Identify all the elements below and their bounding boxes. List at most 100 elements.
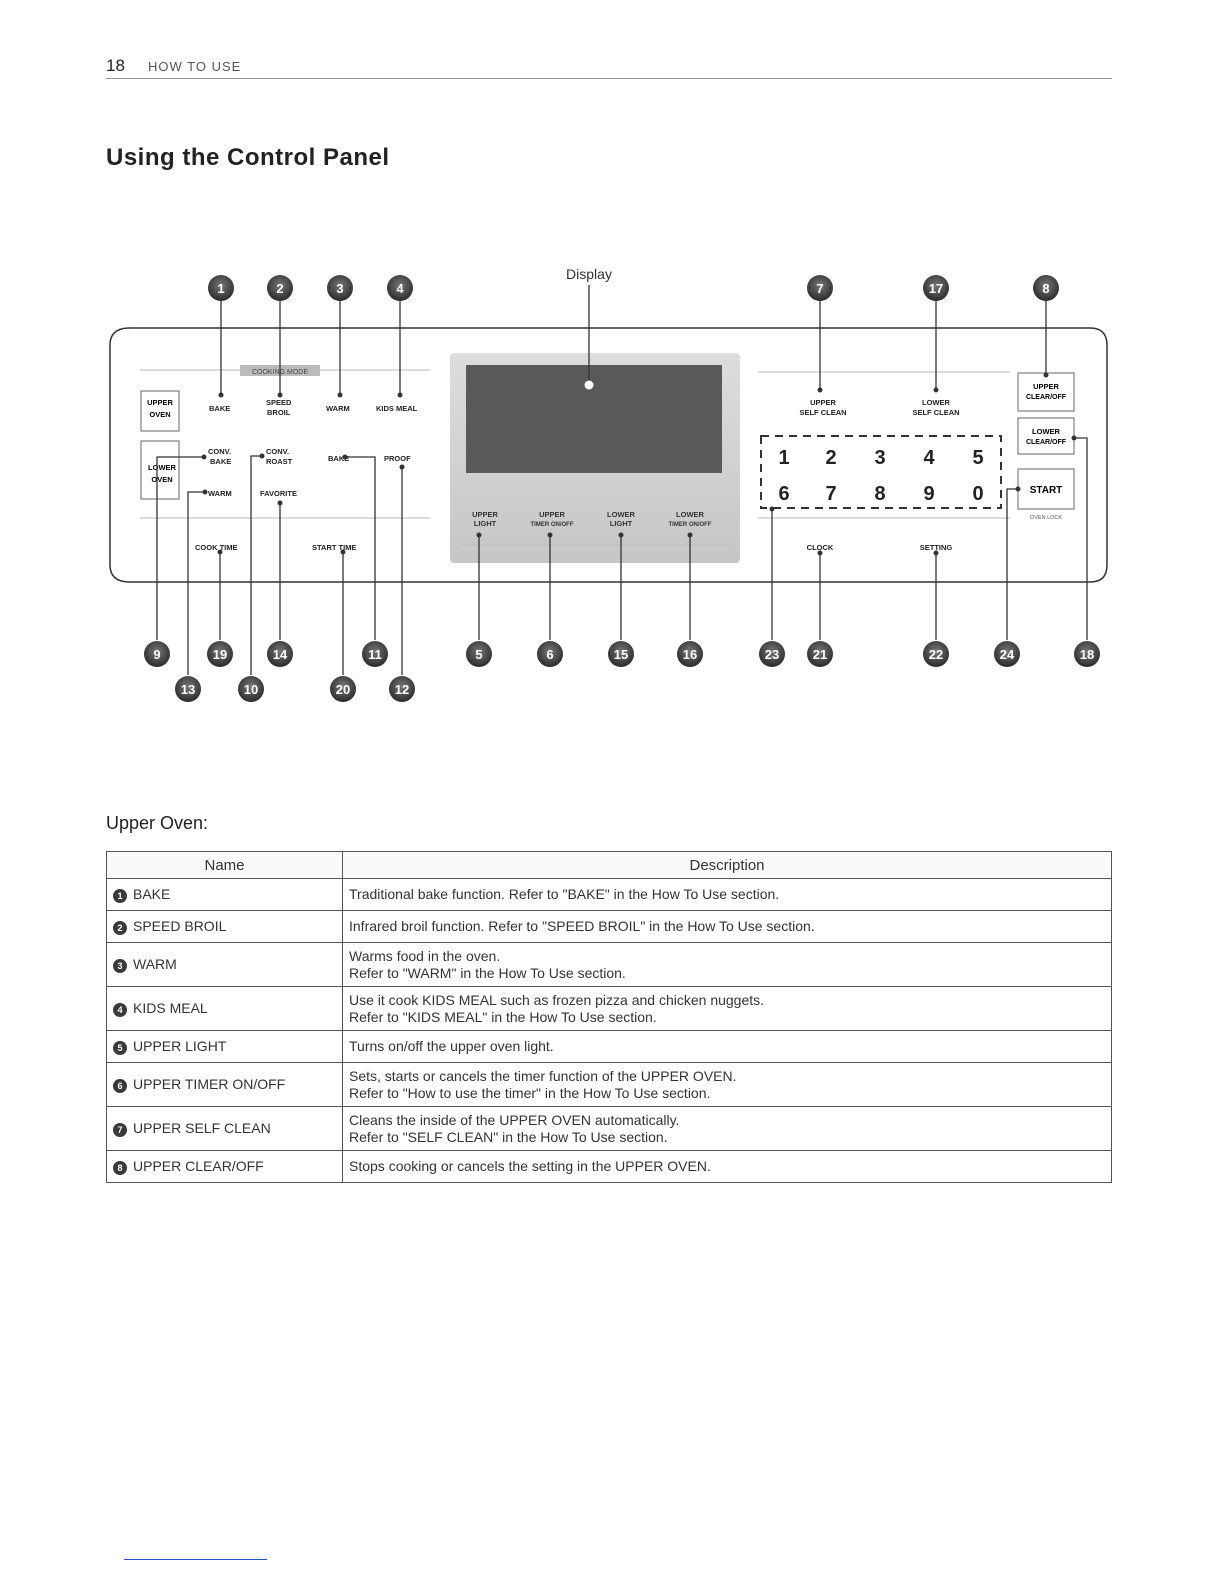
start-label: START xyxy=(1030,485,1063,496)
item-desc: Refer to "WARM" in the How To Use sectio… xyxy=(349,964,626,981)
item-name: UPPER TIMER ON/OFF xyxy=(133,1076,286,1093)
lower-oven-button[interactable] xyxy=(140,440,180,500)
upper-timer-label[interactable]: UPPER xyxy=(539,510,565,519)
page-title: Using the Control Panel xyxy=(106,144,390,171)
key-4[interactable]: 4 xyxy=(923,447,935,469)
proof-label[interactable]: PROOF xyxy=(384,454,411,463)
key-2[interactable]: 2 xyxy=(825,447,836,469)
keypad-frame xyxy=(760,435,1002,509)
svg-text:TIMER ON/OFF[interactable]: TIMER ON/OFF xyxy=(531,522,574,528)
conv-bake-label[interactable]: CONV. xyxy=(208,447,231,456)
lower-timer-label[interactable]: LOWER xyxy=(676,510,704,519)
item-number: 6 xyxy=(113,1078,127,1093)
key-7[interactable]: 7 xyxy=(825,483,836,505)
key-6[interactable]: 6 xyxy=(778,483,789,505)
key-1[interactable]: 1 xyxy=(778,447,789,469)
svg-text:CLEAR/OFF: CLEAR/OFF xyxy=(1026,394,1067,401)
lower-clear-button[interactable] xyxy=(1017,417,1075,455)
callout-8: 8 xyxy=(1042,281,1049,296)
callout-24: 24 xyxy=(1000,647,1015,662)
table-row: 6 UPPER TIMER ON/OFF Sets, starts or canc… xyxy=(106,1062,1112,1107)
conv-roast-label[interactable]: CONV. xyxy=(266,447,289,456)
upper-oven-button[interactable] xyxy=(140,390,180,432)
svg-text:LIGHT[interactable]: LIGHT xyxy=(474,519,497,528)
callout-21: 21 xyxy=(813,647,827,662)
bake-label[interactable]: BAKE xyxy=(209,404,230,413)
speed-broil-label[interactable]: SPEED xyxy=(266,398,292,407)
item-number: 8 xyxy=(113,1160,127,1175)
key-0[interactable]: 0 xyxy=(972,483,983,505)
footer-rule xyxy=(124,1559,267,1560)
item-desc: Use it cook KIDS MEAL such as frozen piz… xyxy=(349,991,765,1008)
item-desc: Sets, starts or cancels the timer functi… xyxy=(349,1067,737,1084)
upper-self-clean-label[interactable]: UPPER xyxy=(810,398,836,407)
warm-lower-label[interactable]: WARM xyxy=(208,489,232,498)
callout-1: 1 xyxy=(217,281,224,296)
callout-15: 15 xyxy=(614,647,628,662)
item-number: 1 xyxy=(113,888,127,903)
svg-text:ROAST[interactable]: ROAST xyxy=(266,457,293,466)
kids-meal-label[interactable]: KIDS MEAL xyxy=(376,404,418,413)
display-label: Display xyxy=(566,266,612,282)
item-number: 3 xyxy=(113,958,127,973)
setting-label[interactable]: SETTING xyxy=(920,543,953,552)
svg-text:BROIL[interactable]: BROIL xyxy=(267,408,291,417)
item-desc: Refer to "SELF CLEAN" in the How To Use … xyxy=(349,1128,668,1145)
callout-17: 17 xyxy=(929,281,943,296)
bake-lower-label[interactable]: BAKE xyxy=(328,454,349,463)
warm-label[interactable]: WARM xyxy=(326,404,350,413)
favorite-label[interactable]: FAVORITE xyxy=(260,489,297,498)
lower-light-label[interactable]: LOWER xyxy=(607,510,635,519)
item-number: 7 xyxy=(113,1122,127,1137)
callout-7: 7 xyxy=(816,281,823,296)
callout-9: 9 xyxy=(153,647,160,662)
upper-clear-label: UPPER xyxy=(1033,382,1059,391)
control-panel-diagram: COOKING MODE UPPER OVEN LOWER OVEN BAKE … xyxy=(109,266,1108,702)
callout-22: 22 xyxy=(929,647,943,662)
section-name: HOW TO USE xyxy=(148,59,242,74)
upper-clear-button[interactable] xyxy=(1017,372,1075,412)
col-header-name: Name xyxy=(106,851,343,879)
upper-light-label[interactable]: UPPER xyxy=(472,510,498,519)
item-desc: Turns on/off the upper oven light. xyxy=(349,1038,554,1054)
item-number: 4 xyxy=(113,1002,127,1017)
svg-text:SELF CLEAN[interactable]: SELF CLEAN xyxy=(799,408,846,417)
svg-text:OVEN: OVEN xyxy=(151,475,172,484)
key-5[interactable]: 5 xyxy=(972,447,983,469)
svg-text:LIGHT[interactable]: LIGHT xyxy=(610,519,633,528)
callout-10: 10 xyxy=(244,682,258,697)
section-heading: Upper Oven: xyxy=(106,813,209,833)
panel-outline xyxy=(109,327,1108,583)
svg-text:SELF CLEAN[interactable]: SELF CLEAN xyxy=(912,408,959,417)
item-desc: Traditional bake function. Refer to "BAK… xyxy=(349,886,780,902)
key-9[interactable]: 9 xyxy=(923,483,934,505)
callout-23: 23 xyxy=(765,647,779,662)
upper-oven-label: UPPER xyxy=(147,398,173,407)
item-name: SPEED BROIL xyxy=(133,918,227,935)
start-time-label[interactable]: START TIME xyxy=(312,543,356,552)
item-name: UPPER SELF CLEAN xyxy=(133,1120,271,1137)
page-header: 18 HOW TO USE xyxy=(106,56,1112,79)
lower-self-clean-label[interactable]: LOWER xyxy=(922,398,950,407)
svg-text:TIMER ON/OFF[interactable]: TIMER ON/OFF xyxy=(669,522,712,528)
item-desc: Cleans the inside of the UPPER OVEN auto… xyxy=(349,1111,680,1128)
callout-16: 16 xyxy=(683,647,697,662)
key-8[interactable]: 8 xyxy=(874,483,885,505)
key-3[interactable]: 3 xyxy=(874,447,885,469)
col-header-description: Description xyxy=(342,851,1112,879)
display-screen xyxy=(466,365,722,473)
callout-2: 2 xyxy=(276,281,283,296)
cook-time-label[interactable]: COOK TIME xyxy=(195,543,238,552)
clock-label[interactable]: CLOCK xyxy=(807,543,834,552)
svg-text:BAKE[interactable]: BAKE xyxy=(210,457,231,466)
item-desc: Stops cooking or cancels the setting in … xyxy=(349,1158,711,1174)
callout-19: 19 xyxy=(213,647,227,662)
lower-oven-label: LOWER xyxy=(148,463,176,472)
callout-20: 20 xyxy=(336,682,350,697)
